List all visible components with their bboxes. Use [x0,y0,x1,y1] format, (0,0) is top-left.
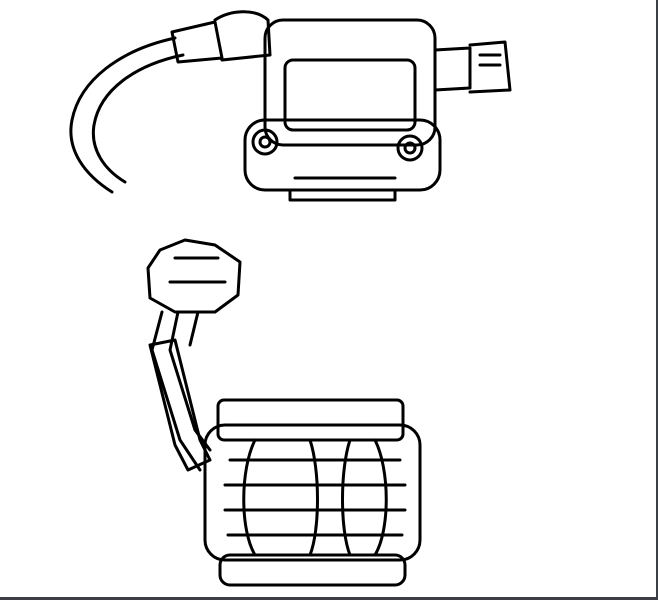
coil-base [243,118,442,192]
igniter-module [146,238,422,587]
coil-base-bottom [288,188,397,202]
bolt-left [251,128,279,156]
igniter-base [218,553,407,587]
wire-sleeve [148,338,212,472]
coil-connector [433,40,512,94]
igniter-top [216,398,405,442]
bolt-left-inner [258,135,272,149]
igniter-connector [146,238,242,314]
coil-body [263,18,437,147]
igniter-wires [150,310,212,472]
frame-border-right [656,0,658,597]
bolt-right-inner [403,141,417,155]
fin-arcs [242,438,388,557]
coil-top-panel [283,58,417,132]
bolt-right [396,134,424,162]
frame-border-bottom [0,597,658,600]
lead-boot [170,10,272,64]
high-tension-lead [69,36,185,194]
igniter-body [203,423,422,562]
ignition-coil [69,10,512,202]
